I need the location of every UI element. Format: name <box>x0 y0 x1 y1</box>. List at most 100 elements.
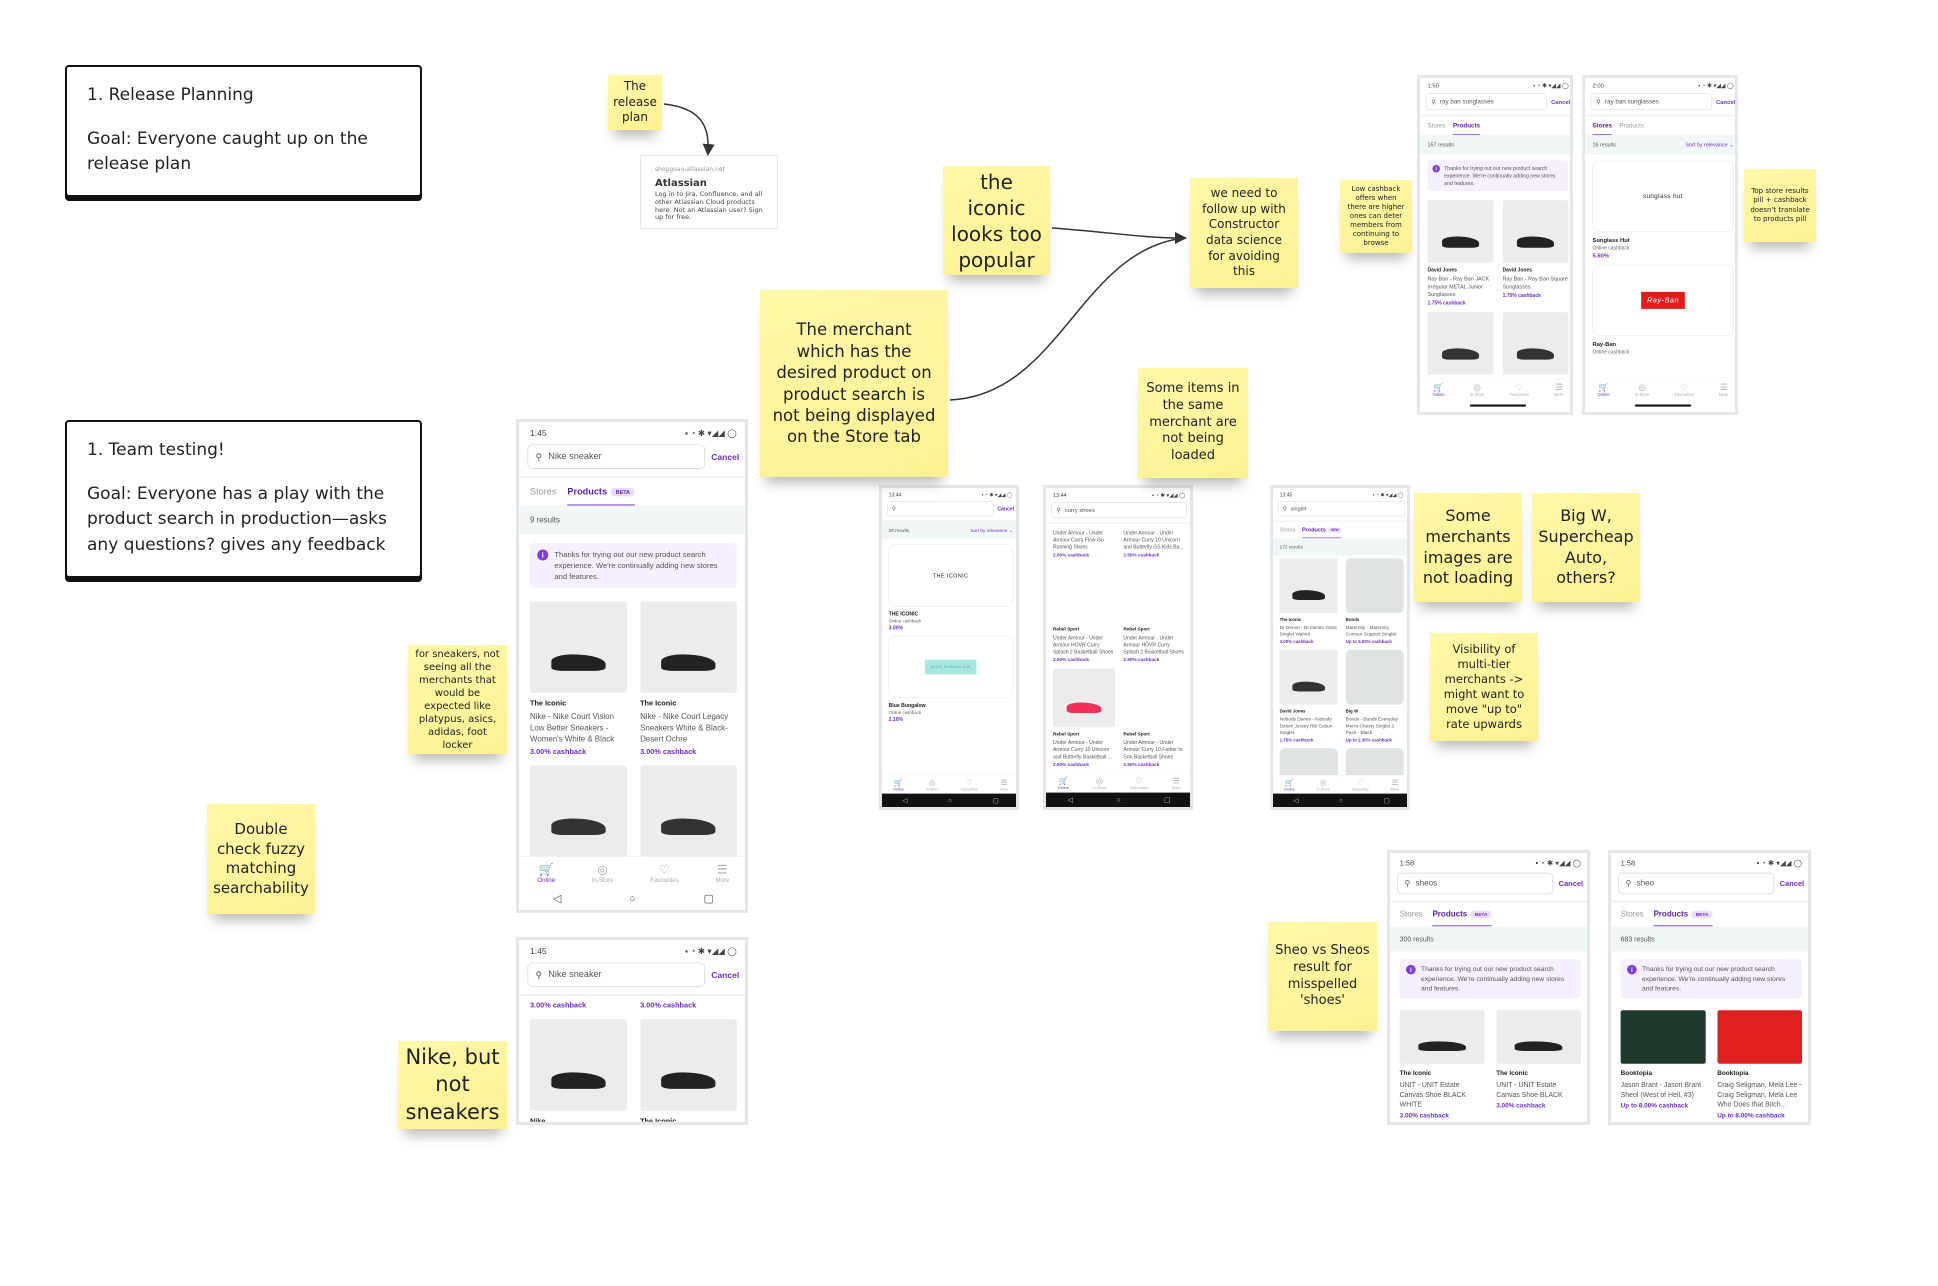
back-icon[interactable]: ◁ <box>1067 795 1074 804</box>
back-icon[interactable]: ◁ <box>1293 796 1299 804</box>
tab-products[interactable]: Products <box>1619 122 1644 135</box>
back-icon[interactable]: ◁ <box>902 796 908 804</box>
sticky-nike-not-sneakers[interactable]: Nike, but not sneakers <box>398 1041 507 1129</box>
nav-in-store[interactable]: ◎In-Store <box>1092 776 1107 791</box>
back-icon[interactable]: ◁ <box>552 892 562 905</box>
nav-online[interactable]: 🛒Online <box>1057 776 1070 791</box>
nav-more[interactable]: ☰More <box>1171 776 1181 791</box>
tab-products[interactable]: Products <box>1453 122 1481 135</box>
sort-dropdown[interactable]: Sort by relevance ⌄ <box>970 527 1013 534</box>
sticky-release-plan[interactable]: The release plan <box>608 75 662 130</box>
cancel-button[interactable]: Cancel <box>1716 98 1736 106</box>
cancel-button[interactable]: Cancel <box>711 451 740 462</box>
recents-icon[interactable]: ▢ <box>1163 795 1171 804</box>
nav-favourites[interactable]: ♡Favourites <box>960 778 978 792</box>
cancel-button[interactable]: Cancel <box>997 505 1015 512</box>
product-card[interactable] <box>1427 312 1494 375</box>
nav-in-store[interactable]: ◎In-Store <box>1316 778 1330 792</box>
cancel-button[interactable]: Cancel <box>1779 879 1805 888</box>
home-icon[interactable]: ○ <box>948 796 953 804</box>
nav-more[interactable]: ☰More <box>1390 778 1400 792</box>
nav-favourites[interactable]: ♡Favourites <box>1129 776 1149 791</box>
cancel-button[interactable]: Cancel <box>1551 98 1571 106</box>
nav-online[interactable]: 🛒Online <box>537 863 556 884</box>
product-card[interactable]: The Iconic <box>529 765 627 857</box>
nav-favourites[interactable]: ♡Favourites <box>1351 778 1369 792</box>
sticky-big-w[interactable]: Big W, Supercheap Auto, others? <box>1532 493 1640 602</box>
tab-stores[interactable]: Stores <box>1427 122 1445 135</box>
tab-stores[interactable]: Stores <box>1621 910 1644 927</box>
atlassian-link-card[interactable]: shopgoau.atlassian.net Atlassian Log in … <box>640 155 778 229</box>
search-input[interactable]: ⚲curry shoes <box>1051 502 1187 519</box>
nav-favourites[interactable]: ♡Favourites <box>1674 382 1694 398</box>
nav-favourites[interactable]: ♡Favourites <box>1509 382 1529 398</box>
nav-online[interactable]: 🛒Online <box>1284 778 1295 792</box>
nav-more[interactable]: ☰More <box>715 863 730 884</box>
product-card[interactable] <box>1502 312 1569 375</box>
tab-stores[interactable]: Stores <box>1280 527 1296 538</box>
search-input[interactable]: ⚲ray ban sunglasses <box>1590 93 1712 111</box>
tab-stores[interactable]: Stores <box>1400 910 1423 927</box>
home-icon[interactable]: ○ <box>1116 795 1121 804</box>
sticky-low-cashback[interactable]: Low cashback offers when there are highe… <box>1340 180 1412 253</box>
sticky-multi-tier[interactable]: Visibility of multi-tier merchants -> mi… <box>1430 633 1538 741</box>
product-card[interactable]: Nike <box>529 1019 627 1122</box>
product-card[interactable] <box>1279 748 1338 775</box>
search-input[interactable]: ⚲sheo <box>1618 872 1775 895</box>
nav-more[interactable]: ☰More <box>1553 382 1564 398</box>
product-card[interactable] <box>1345 748 1404 775</box>
sticky-sheos[interactable]: Sheo vs Sheos result for misspelled 'sho… <box>1268 922 1377 1031</box>
nav-online[interactable]: 🛒Online <box>1597 382 1610 398</box>
product-card[interactable]: Under Armour - Under Armour Curry Flow G… <box>1053 527 1115 558</box>
nav-online[interactable]: 🛒Online <box>893 778 904 792</box>
product-card[interactable]: The Iconic <box>640 765 737 857</box>
sticky-same-merchant[interactable]: Some items in the same merchant are not … <box>1138 368 1248 478</box>
sort-dropdown[interactable]: Sort by relevance ⌄ <box>1685 141 1734 148</box>
nav-in-store[interactable]: ◎In-Store <box>1634 382 1650 398</box>
nav-in-store[interactable]: ◎In-Store <box>1469 382 1485 398</box>
sticky-fuzzy-matching[interactable]: Double check fuzzy matching searchabilit… <box>207 804 315 914</box>
nav-more[interactable]: ☰More <box>1718 382 1729 398</box>
sticky-images-not-loading[interactable]: Some merchants images are not loading <box>1414 493 1522 602</box>
sticky-iconic-popular[interactable]: the iconic looks too popular <box>943 166 1050 275</box>
product-card[interactable]: Under Armour - Under Armour Curry 10 Uni… <box>1123 527 1185 558</box>
product-card[interactable]: The Iconic <box>640 1019 737 1122</box>
nav-online[interactable]: 🛒Online <box>1432 382 1445 398</box>
sticky-follow-up[interactable]: we need to follow up with Constructor da… <box>1190 178 1298 288</box>
home-icon[interactable]: ○ <box>1339 796 1344 804</box>
recents-icon[interactable]: ▢ <box>703 892 714 905</box>
nav-in-store[interactable]: ◎In-Store <box>591 863 614 884</box>
search-input[interactable]: ⚲Nike sneaker <box>527 444 706 469</box>
cancel-button[interactable]: Cancel <box>1558 879 1584 888</box>
home-icon[interactable]: ○ <box>629 892 636 905</box>
search-input[interactable]: ⚲Nike sneaker <box>527 962 706 987</box>
search-input[interactable]: ⚲ <box>887 501 994 517</box>
search-input[interactable]: ⚲ray ban sunglasses <box>1425 93 1547 111</box>
cancel-button[interactable]: Cancel <box>711 969 740 980</box>
recents-icon[interactable]: ▢ <box>1383 796 1390 804</box>
nav-favourites[interactable]: ♡Favourites <box>650 863 679 884</box>
nav-in-store[interactable]: ◎In-Store <box>925 778 939 792</box>
